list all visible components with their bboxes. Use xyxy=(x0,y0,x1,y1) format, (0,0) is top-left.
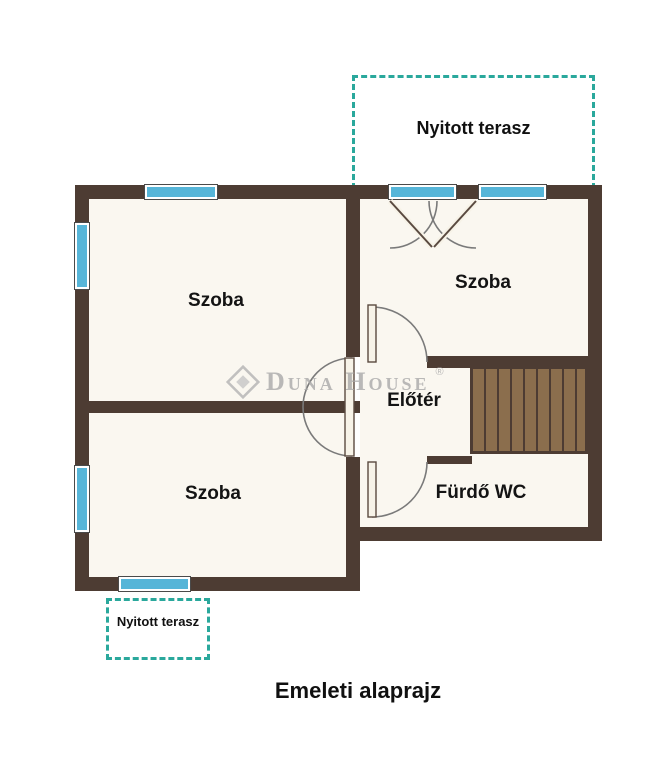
staircase xyxy=(470,366,588,454)
wall-mid-left xyxy=(89,401,360,413)
wall-bathroom-stub xyxy=(427,456,472,464)
room-label-hall: Előtér xyxy=(387,390,441,411)
watermark-registered-mark: ® xyxy=(435,366,444,378)
wall-bottom-left xyxy=(75,577,360,591)
room-label-szoba-bottom-left: Szoba xyxy=(185,483,241,504)
window-bottom-left-room xyxy=(119,577,190,591)
window-top-right-room xyxy=(479,185,546,199)
window-terrace-door xyxy=(389,185,456,199)
terrace-top-label: Nyitott terasz xyxy=(416,118,531,138)
room-label-szoba-top-right: Szoba xyxy=(455,272,511,293)
duna-house-logo-icon xyxy=(226,365,260,399)
room-label-szoba-top-left: Szoba xyxy=(188,290,244,311)
terrace-bottom-outline: Nyitott terasz xyxy=(106,598,210,660)
window-left-lower xyxy=(75,466,89,532)
terrace-top-outline: Nyitott terasz xyxy=(352,75,595,189)
wall-center-lower xyxy=(346,457,360,591)
window-top-left-room xyxy=(145,185,217,199)
wall-bottom-right xyxy=(360,527,602,541)
floorplan-title: Emeleti alaprajz xyxy=(274,678,442,703)
wall-center-upper xyxy=(346,199,360,357)
room-label-bathroom: Fürdő WC xyxy=(435,482,527,503)
wall-mid-right xyxy=(427,356,588,368)
wall-right xyxy=(588,185,602,541)
terrace-bottom-label: Nyitott terasz xyxy=(116,614,200,629)
window-left-upper xyxy=(75,223,89,289)
